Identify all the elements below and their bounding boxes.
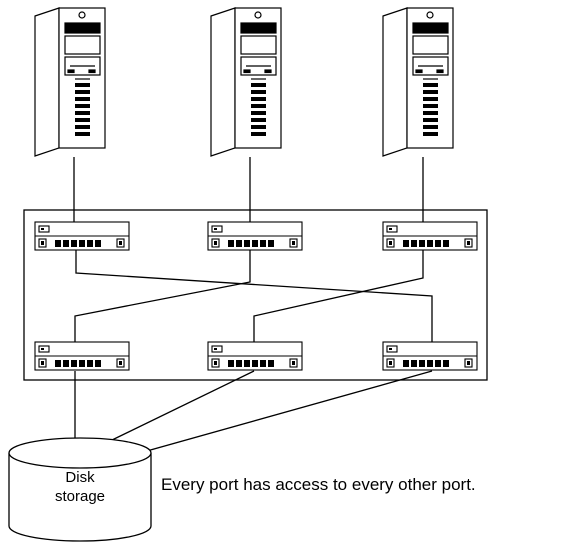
disk-label-line1: Disk (65, 469, 95, 486)
crosslink-top1-bottom3 (75, 250, 433, 342)
disk-body (8, 453, 152, 542)
server-2 (210, 7, 282, 157)
crosslink-top3-bottom2 (253, 250, 424, 342)
disk-top (8, 437, 152, 469)
switch-top-2 (207, 221, 303, 251)
disk-label-line2: storage (55, 488, 105, 505)
server-3 (382, 7, 454, 157)
diagram-caption: Every port has access to every other por… (161, 475, 476, 494)
fabric-enclosure (23, 209, 488, 381)
disk-storage-icon (8, 437, 152, 542)
switch-bottom-2 (207, 341, 303, 371)
switch-bottom-3 (382, 341, 478, 371)
crosslink-top2-bottom1 (74, 250, 251, 342)
switch-bottom-1 (34, 341, 130, 371)
switch-top-3 (382, 221, 478, 251)
server-1 (34, 7, 106, 157)
switches (34, 221, 478, 371)
link-bottom2-disk (109, 370, 255, 442)
connection-lines (73, 157, 433, 459)
link-bottom3-disk (121, 370, 433, 459)
servers (34, 7, 454, 157)
switch-top-1 (34, 221, 130, 251)
